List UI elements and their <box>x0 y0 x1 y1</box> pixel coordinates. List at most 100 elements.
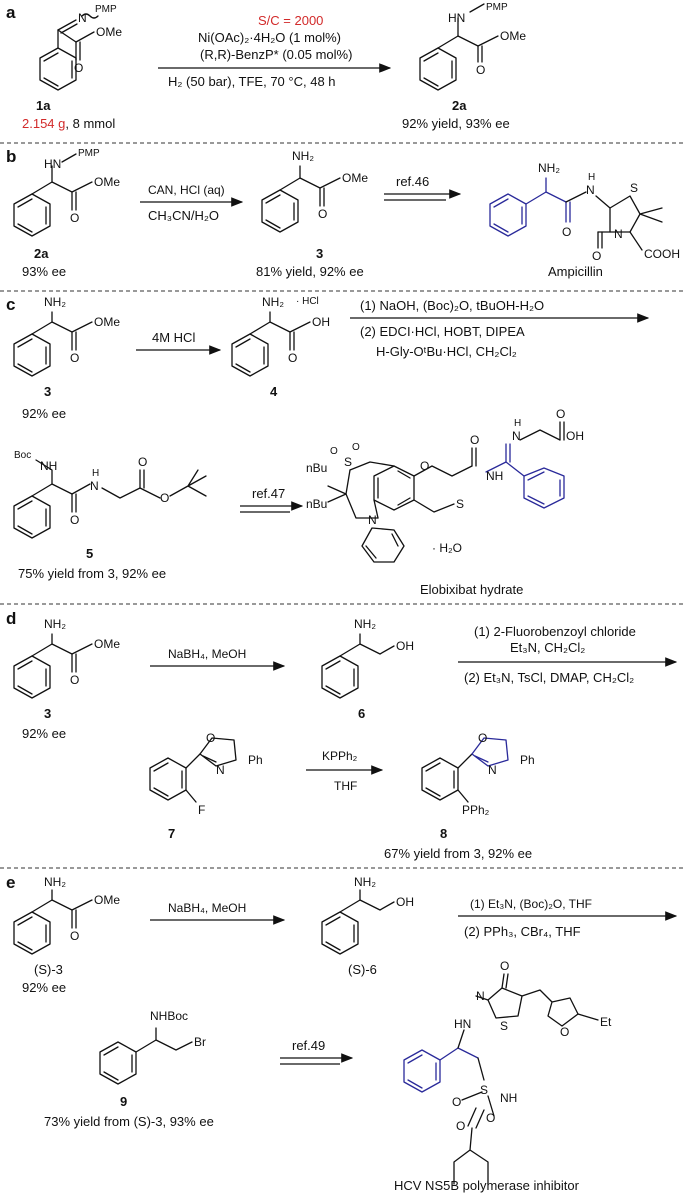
compound-s6 <box>321 889 395 955</box>
ref-49: ref.49 <box>292 1038 325 1053</box>
9-yield: 73% yield from (S)-3, 93% ee <box>44 1114 214 1129</box>
s3-o: O <box>70 929 79 943</box>
5-boc: Boc <box>14 450 31 461</box>
5-h: H <box>92 468 99 479</box>
hcv-o-sulfonyl1: O <box>452 1095 461 1109</box>
1a-o-label: O <box>74 61 83 75</box>
elo-h: H <box>514 418 521 429</box>
5-nh: NH <box>40 459 57 473</box>
3-b-nh2: NH₂ <box>292 149 314 163</box>
cond-b-solvent: CH₃CN/H₂O <box>148 208 219 223</box>
elo-nbu1: nBu <box>306 461 327 475</box>
cond-c-step2: (2) EDCI·HCl, HOBT, DIPEA <box>360 324 525 339</box>
elo-s: S <box>344 455 352 469</box>
1a-n-label: N <box>78 11 87 25</box>
elo-sme: S <box>456 497 464 511</box>
ampicillin-structure <box>489 177 663 251</box>
4-o: O <box>288 351 297 365</box>
3-c-nh2: NH₂ <box>44 295 66 309</box>
7-ph: Ph <box>248 753 263 767</box>
elo-o-acid: O <box>556 407 565 421</box>
cond-b-can: CAN, HCl (aq) <box>148 183 225 197</box>
3-d-number: 3 <box>44 706 51 721</box>
compound-2a-b <box>13 153 93 237</box>
cond-a-ligand: (R,R)-BenzP* (0.05 mol%) <box>200 47 352 62</box>
elobixibat-structure <box>327 421 565 563</box>
amp-n: N <box>586 183 595 197</box>
4-hcl: · HCl <box>296 296 319 307</box>
panel-c-letter: c <box>6 295 15 314</box>
s3-nh2: NH₂ <box>44 875 66 889</box>
3-d-o: O <box>70 673 79 687</box>
1a-mass-value: 2.154 g <box>22 116 65 131</box>
7-f: F <box>198 803 205 817</box>
2a-hn-label: HN <box>448 11 465 25</box>
1a-pmp-label: PMP <box>95 4 117 15</box>
compound-4 <box>231 311 311 377</box>
5-yield: 75% yield from 3, 92% ee <box>18 566 166 581</box>
7-number: 7 <box>168 826 175 841</box>
3-d-ome: OMe <box>94 637 120 651</box>
cond-d-step2: (2) Et₃N, TsCl, DMAP, CH₂Cl₂ <box>464 670 634 685</box>
1a-mass: 2.154 g, 8 mmol <box>22 116 115 131</box>
amp-o-lactam: O <box>592 249 601 263</box>
5-number: 5 <box>86 546 93 561</box>
5-o2: O <box>138 455 147 469</box>
6-nh2: NH₂ <box>354 617 376 631</box>
elo-so-o1: O <box>330 446 338 457</box>
3-c-ee: 92% ee <box>22 406 66 421</box>
s3-ee: 92% ee <box>22 980 66 995</box>
cond-a-sc-ratio: S/C = 2000 <box>258 13 323 28</box>
4-nh2: NH₂ <box>262 295 284 309</box>
hcv-et: Et <box>600 1015 612 1029</box>
s6-nh2: NH₂ <box>354 875 376 889</box>
s3-number: (S)-3 <box>34 962 63 977</box>
2a-b-ome: OMe <box>94 175 120 189</box>
elo-n: N <box>368 513 377 527</box>
amp-s: S <box>630 181 638 195</box>
compound-3-d <box>13 633 93 699</box>
cond-c-hcl: 4M HCl <box>152 330 195 345</box>
cond-c-step1: (1) NaOH, (Boc)₂O, tBuOH-H₂O <box>360 298 544 313</box>
cond-a-catalyst: Ni(OAc)₂·4H₂O (1 mol%) <box>198 30 341 45</box>
5-n: N <box>90 479 99 493</box>
hcv-nh: NH <box>500 1091 517 1105</box>
2a-b-number: 2a <box>34 246 49 261</box>
8-o: O <box>478 731 487 745</box>
3-b-number: 3 <box>316 246 323 261</box>
cond-d-step1b: Et₃N, CH₂Cl₂ <box>510 640 585 655</box>
amp-h: H <box>588 172 595 183</box>
cond-e-red: NaBH₄, MeOH <box>168 901 246 915</box>
compound-3-b <box>261 165 341 233</box>
1a-ome-label: OMe <box>96 25 122 39</box>
6-number: 6 <box>358 706 365 721</box>
compound-1a <box>39 13 99 91</box>
elo-oh: OH <box>566 429 584 443</box>
elo-so-o2: O <box>352 442 360 453</box>
compound-6 <box>321 633 395 699</box>
7-o: O <box>206 731 215 745</box>
amp-nh2: NH₂ <box>538 161 560 175</box>
compound-8 <box>421 737 509 803</box>
9-number: 9 <box>120 1094 127 1109</box>
s6-oh: OH <box>396 895 414 909</box>
2a-b-pmp: PMP <box>78 148 100 159</box>
2a-pmp-label: PMP <box>486 2 508 13</box>
s6-number: (S)-6 <box>348 962 377 977</box>
6-oh: OH <box>396 639 414 653</box>
2a-yield: 92% yield, 93% ee <box>402 116 510 131</box>
ref-46: ref.46 <box>396 174 429 189</box>
9-nhboc: NHBoc <box>150 1009 188 1023</box>
hcv-n: N <box>476 989 485 1003</box>
8-number: 8 <box>440 826 447 841</box>
ampicillin-name: Ampicillin <box>548 264 603 279</box>
hcv-s-ring: S <box>500 1019 508 1033</box>
2a-b-ee: 93% ee <box>22 264 66 279</box>
3-c-number: 3 <box>44 384 51 399</box>
hcv-name: HCV NS5B polymerase inhibitor <box>394 1178 580 1193</box>
8-yield: 67% yield from 3, 92% ee <box>384 846 532 861</box>
8-pph2: PPh₂ <box>462 803 490 817</box>
s3-ome: OMe <box>94 893 120 907</box>
